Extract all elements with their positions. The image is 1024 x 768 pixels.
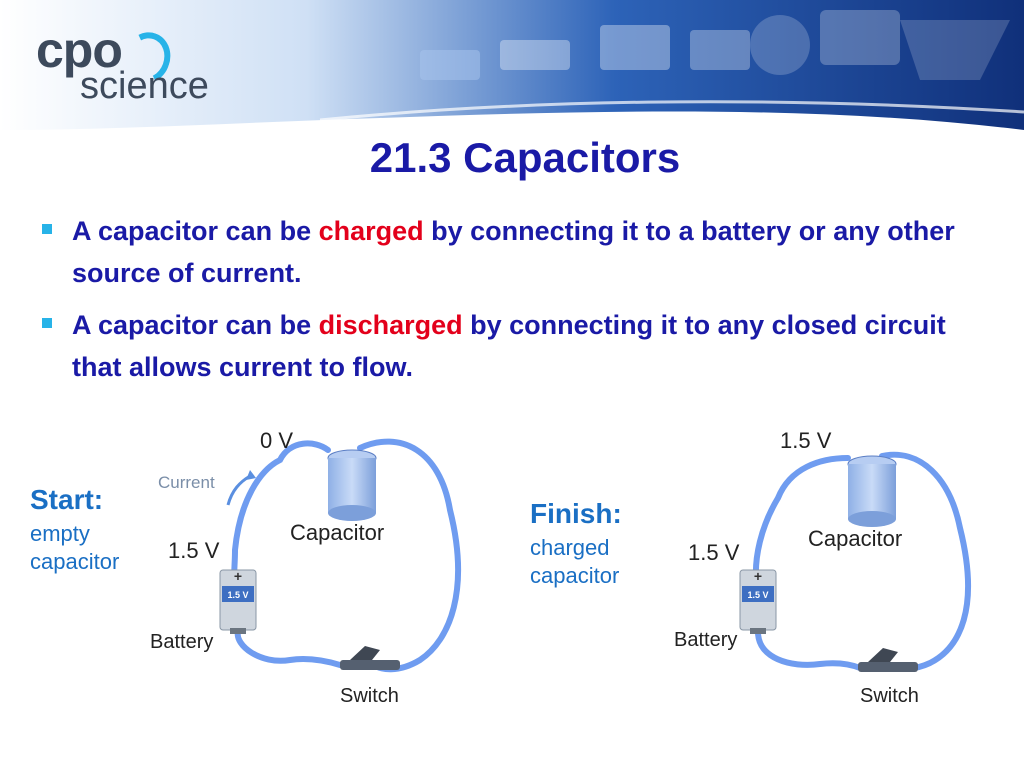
square-bullet-icon [42,318,52,328]
battery-icon: 1.5 V + [739,568,777,634]
slide-title: 21.3 Capacitors [369,134,681,181]
start-subtitle-line2: capacitor [30,549,120,574]
switch-icon [858,648,918,672]
bullet-item: A capacitor can be discharged by connect… [40,304,990,388]
finish-title: Finish: [530,498,622,529]
bullet-text-after: by connecting it to any closed circuit t… [72,310,946,382]
bullet-text-after: by connecting it to a battery or any oth… [72,216,955,288]
start-circuit-diagram: 1.5 V + 0 V Current 1.5 V Capacitor Batt… [150,428,462,707]
square-bullet-icon [42,224,52,234]
bullet-text-before: A capacitor can be [72,216,319,246]
svg-text:+: + [754,568,762,584]
battery-icon: 1.5 V + [219,568,257,634]
switch-icon [340,646,400,670]
bullet-item: A capacitor can be charged by connecting… [40,210,990,294]
current-arrow-icon [226,470,256,506]
logo-text-cpo: cpo [36,22,123,78]
battery-label: Battery [674,629,737,651]
finish-subtitle-line1: charged [530,535,610,560]
bullet-text-before: A capacitor can be [72,310,319,340]
battery-voltage-label: 1.5 V [688,540,740,565]
svg-text:+: + [234,568,242,584]
battery-cell-label: 1.5 V [227,590,248,600]
capacitor-icon [847,455,897,527]
bullet-highlight: charged [318,216,424,246]
battery-voltage-label: 1.5 V [168,538,220,563]
finish-circuit-diagram: 1.5 V + 1.5 V 1.5 V Capacitor Battery Sw… [674,428,971,707]
capacitor-voltage-label: 0 V [260,428,293,453]
capacitor-label: Capacitor [290,520,384,545]
start-subtitle-line1: empty [30,521,90,546]
battery-label: Battery [150,631,213,653]
capacitor-label: Capacitor [808,526,902,551]
bullet-highlight: discharged [318,310,463,340]
capacitor-voltage-label: 1.5 V [780,428,832,453]
switch-label: Switch [860,685,919,707]
finish-subtitle-line2: capacitor [530,563,620,588]
header-banner: cpo science [0,0,1024,130]
start-title: Start: [30,484,104,515]
battery-cell-label: 1.5 V [747,590,768,600]
current-label: Current [158,473,215,492]
cpo-science-logo: cpo science [36,22,226,107]
capacitor-icon [327,449,377,521]
switch-label: Switch [340,685,399,707]
logo-text-science: science [80,65,209,107]
banner-graphic [0,0,1024,130]
bullet-list: A capacitor can be charged by connecting… [40,210,990,398]
